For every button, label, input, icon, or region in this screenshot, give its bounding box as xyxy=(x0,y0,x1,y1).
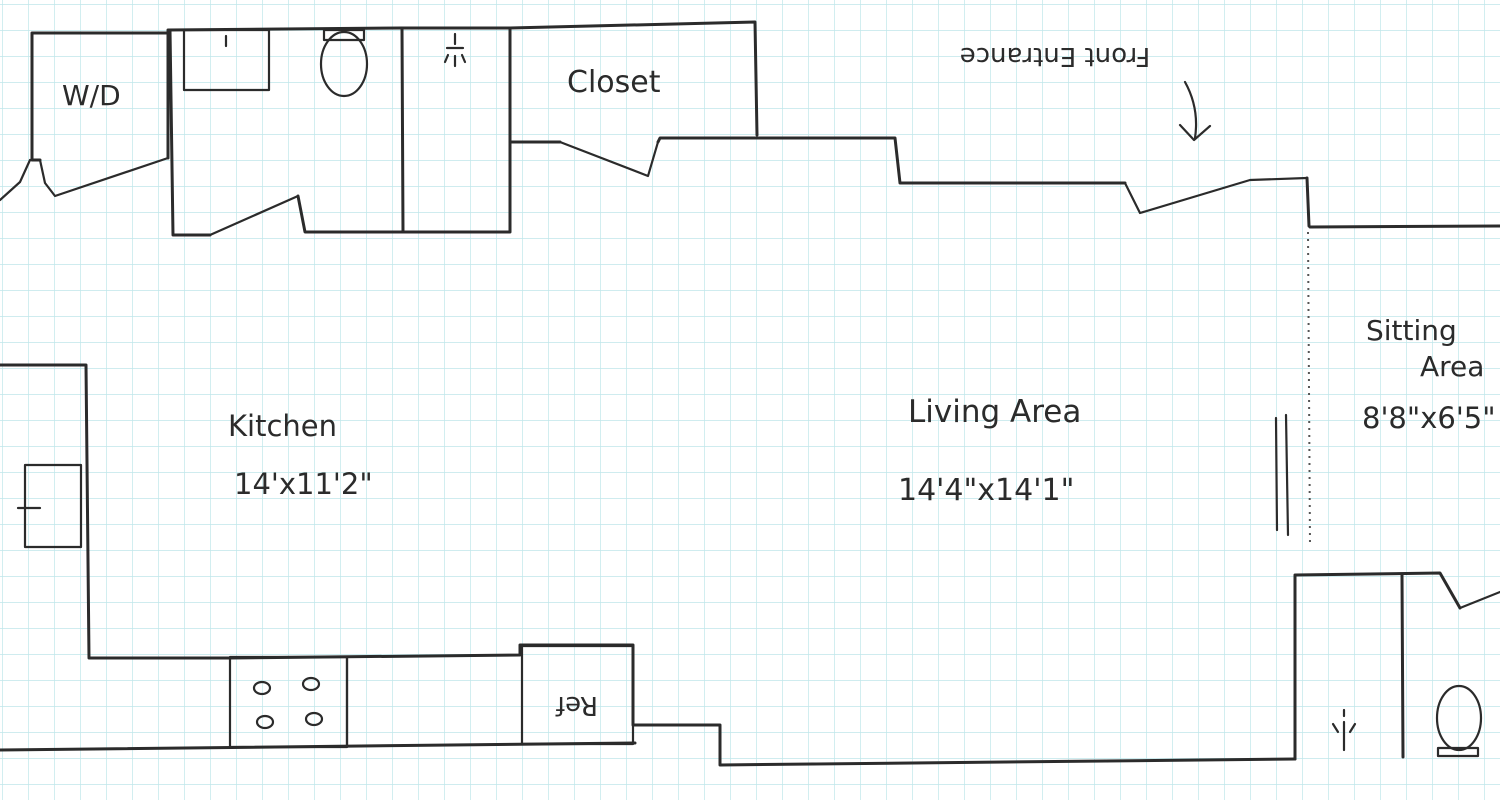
top-rooms xyxy=(0,20,759,237)
sitting-dimensions: 8'8"x6'5" xyxy=(1362,401,1496,435)
refrigerator xyxy=(520,644,635,746)
wd-door-swing xyxy=(0,156,170,202)
lower-bath-walls xyxy=(1293,571,1462,761)
shower-head-icon xyxy=(443,32,467,68)
vanity xyxy=(182,28,271,92)
kitchen-label: Kitchen xyxy=(228,409,337,443)
kitchen-dimensions: 14'x11'2" xyxy=(234,467,373,501)
front-entrance-label: Front Entrance xyxy=(960,41,1151,71)
wd-label: W/D xyxy=(62,79,121,112)
toilet-icon xyxy=(1435,684,1483,758)
closet-label: Closet xyxy=(567,65,661,100)
entrance-door-swing xyxy=(1123,176,1309,215)
sitting-label: Sitting xyxy=(1366,314,1457,347)
sitting-opening xyxy=(1307,231,1311,546)
closet-door-swing xyxy=(558,140,660,178)
sitting-area-label: Area xyxy=(1420,350,1484,383)
main-walls xyxy=(0,136,1500,767)
bathroom-door-swing xyxy=(208,194,300,237)
sink-icon xyxy=(16,463,83,549)
shower-head-icon xyxy=(1331,708,1357,752)
sliding-panel-b xyxy=(1284,413,1290,537)
ref-label: Ref xyxy=(555,690,598,720)
sliding-panel-a xyxy=(1274,416,1279,532)
arrow-down-icon xyxy=(1178,80,1212,142)
stove-burner-icon xyxy=(252,676,324,730)
bathroom-partition xyxy=(400,26,405,234)
toilet-icon xyxy=(319,28,369,98)
living-area-dimensions: 14'4"x14'1" xyxy=(898,473,1074,508)
kitchen-left-counter xyxy=(0,363,232,660)
bathroom-left-wall xyxy=(168,28,212,237)
living-area-label: Living Area xyxy=(908,394,1081,430)
closet-walls xyxy=(508,20,759,137)
lower-bath-door xyxy=(1458,590,1500,610)
